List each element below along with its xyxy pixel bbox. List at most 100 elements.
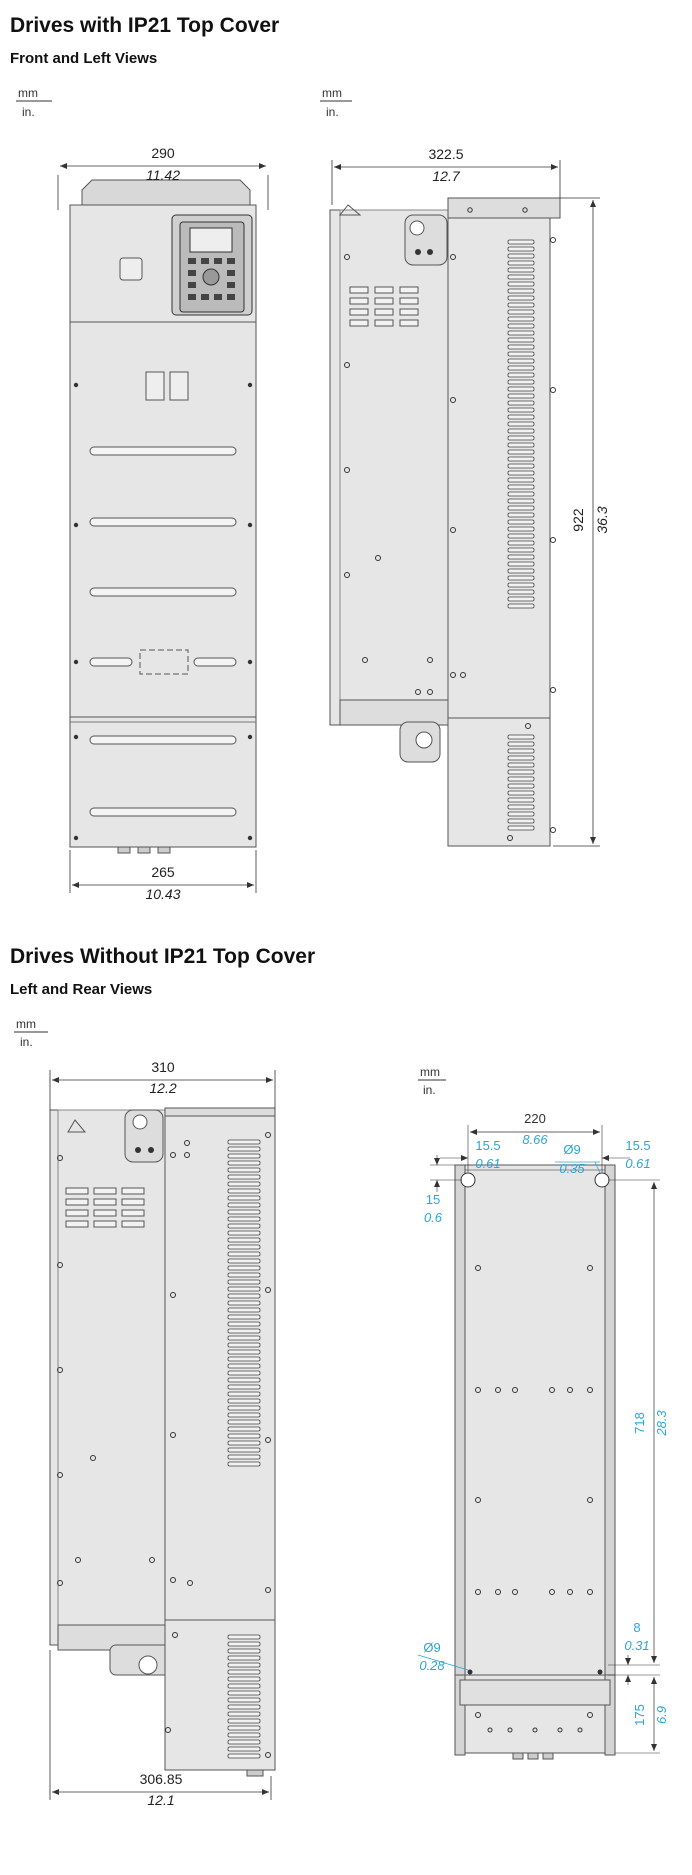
vent-fin [507,533,535,539]
vent-fin [227,1167,261,1173]
vent-fin [507,491,535,497]
vent-fin [507,386,535,392]
vent-fin [227,1746,261,1752]
label-rear-bottom-in: 6.9 [654,1706,669,1724]
dimension-rear-gap: 8 0.31 [608,1620,660,1685]
vent-fin [227,1174,261,1180]
vent-fin [227,1662,261,1668]
vent-fin [227,1335,261,1341]
vent-fin [507,379,535,385]
dimension-left2-bottom: 306.85 12.1 [49,1650,272,1808]
label-rear-top-offset-in: 0.6 [424,1210,443,1225]
vent-fin [227,1209,261,1215]
vent-fin [227,1648,261,1654]
vent-fin [227,1697,261,1703]
vent-fin [227,1188,261,1194]
vent-fin [227,1412,261,1418]
unit-mm: mm [420,1065,440,1079]
vent-fin [507,554,535,560]
vent-fin [227,1634,261,1640]
vent-fin [507,519,535,525]
vent-fin [227,1370,261,1376]
vent-fin [227,1300,261,1306]
vent-fin [507,414,535,420]
unit-in: in. [326,105,339,119]
vent-fin [507,323,535,329]
dimension-front-width: 290 11.42 [57,145,269,210]
vent-fin [227,1447,261,1453]
label-front-bottom-in: 10.43 [145,886,180,902]
vent-fin [507,512,535,518]
vent-fin [507,309,535,315]
vent-fin [227,1725,261,1731]
vent-fin [507,825,535,831]
dimension-rear-height: 718 28.3 [608,1179,669,1666]
vent-fin [507,498,535,504]
vent-fin [227,1377,261,1383]
vent-fin [507,435,535,441]
label-left-depth-mm: 322.5 [428,146,463,162]
vent-fin [507,741,535,747]
front-view-drawing [69,179,257,854]
vent-fin [507,344,535,350]
vent-fin [227,1244,261,1250]
label-rear-hole-bottom-mm: Ø9 [423,1640,440,1655]
section1-subtitle: Front and Left Views [10,50,158,67]
vent-fin [507,811,535,817]
dimension-left-height: 922 36.3 [553,197,610,847]
vent-fin [507,762,535,768]
vent-fin [227,1146,261,1152]
vent-fin [227,1711,261,1717]
vent-fin [227,1258,261,1264]
vent-fin [227,1669,261,1675]
vent-fin [227,1683,261,1689]
label-rear-width-mm: 220 [524,1111,546,1126]
vent-fin [227,1349,261,1355]
unit-legend-front: mm in. [16,86,52,119]
vent-fin [227,1655,261,1661]
left-view-no-cover-drawing [49,1107,276,1777]
vent-fin [507,421,535,427]
label-left-height-in: 36.3 [594,506,610,533]
vent-fin [507,330,535,336]
vent-fin [227,1440,261,1446]
vent-fin [507,603,535,609]
vent-fin [227,1230,261,1236]
label-front-bottom-mm: 265 [151,864,175,880]
vent-fin [227,1356,261,1362]
vent-fin [227,1160,261,1166]
vent-fin [227,1419,261,1425]
label-left2-bottom-in: 12.1 [147,1792,174,1808]
dimension-rear-bottom: 175 6.9 [615,1677,669,1754]
vent-fin [507,470,535,476]
vent-fin [507,748,535,754]
vent-fin [507,505,535,511]
vent-fin [227,1342,261,1348]
vent-fin [227,1139,261,1145]
label-rear-gap-mm: 8 [633,1620,640,1635]
vent-fin [507,246,535,252]
dimension-rear-hole-top: Ø9 0.35 [555,1142,601,1176]
unit-in: in. [423,1083,436,1097]
vent-fin [227,1328,261,1334]
vent-fin [507,526,535,532]
vent-fin [507,288,535,294]
vent-fin [507,274,535,280]
vent-fin [227,1405,261,1411]
vent-fin [507,776,535,782]
vent-fin [227,1314,261,1320]
unit-mm: mm [18,86,38,100]
vent-fin [507,400,535,406]
vent-fin [507,449,535,455]
vent-fin [507,589,535,595]
section1-title: Drives with IP21 Top Cover [10,14,280,37]
vent-fin [227,1718,261,1724]
vent-fin [507,302,535,308]
dimension-front-bottom: 265 10.43 [69,850,257,902]
vent-fin [227,1433,261,1439]
rear-view-drawing [454,1164,616,1760]
vent-fin [227,1704,261,1710]
vent-fin [507,477,535,483]
vent-fin [507,582,535,588]
vent-fin [507,734,535,740]
